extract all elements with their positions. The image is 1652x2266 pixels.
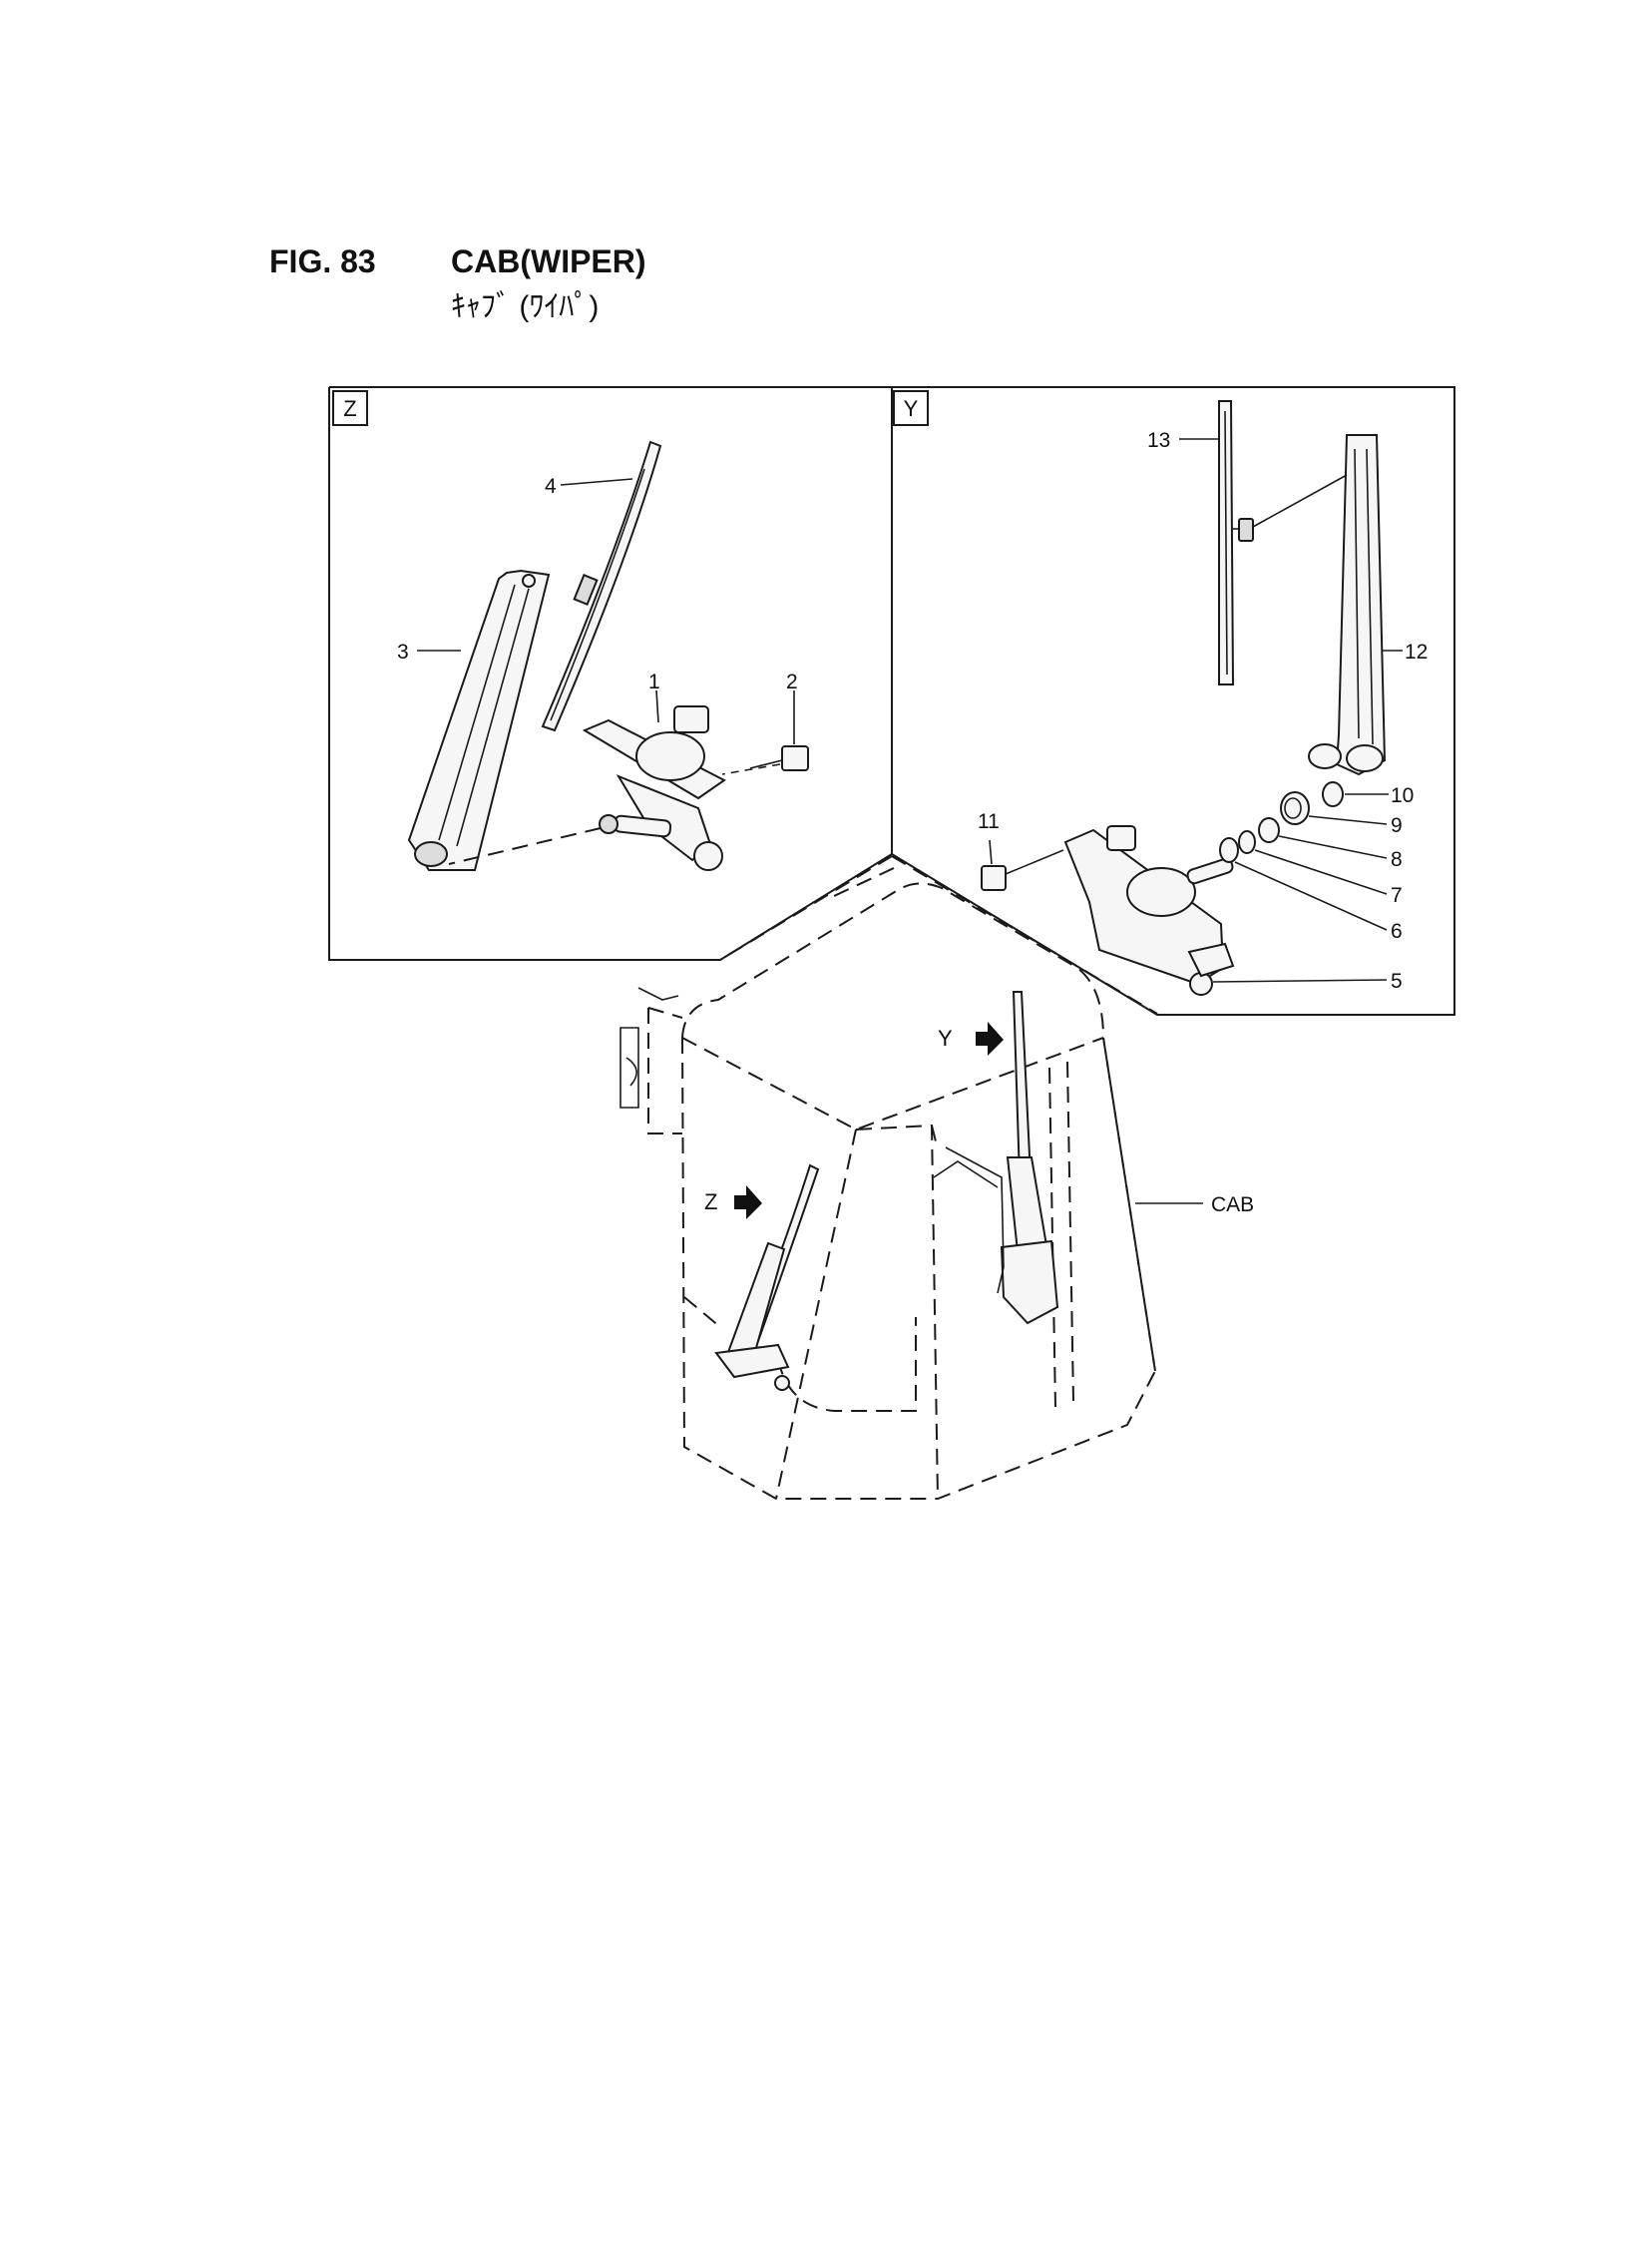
leader-5 <box>1212 979 1388 983</box>
figure-number: FIG. 83 <box>269 243 376 279</box>
leader-7 <box>1254 849 1388 895</box>
view-tag-z: Z <box>343 396 356 421</box>
wiper-blade-front <box>541 440 662 732</box>
pointer-y: Y <box>938 1022 1004 1056</box>
blade-arm-connector <box>1252 474 1348 528</box>
callout-5: 5 <box>1391 970 1403 993</box>
view-tag-y: Y <box>904 396 919 421</box>
callout-4: 4 <box>545 475 557 498</box>
leader-9 <box>1308 815 1388 825</box>
wiper-arm-rear <box>1308 434 1387 776</box>
cab-front-wiper <box>714 1163 820 1391</box>
callout-12: 12 <box>1405 641 1428 664</box>
bolt-line-z <box>721 763 781 775</box>
callout-cab: CAB <box>1211 1193 1254 1216</box>
washer-6 <box>1219 837 1239 863</box>
door-handle <box>620 987 679 1109</box>
callout-8: 8 <box>1391 848 1403 871</box>
pointer-z: Z <box>704 1185 762 1219</box>
leader-4 <box>560 478 633 486</box>
figure-subtitle: ｷｬﾌﾞ (ﾜｲﾊﾟ) <box>451 290 600 323</box>
wiper-motor-front <box>582 705 726 871</box>
leader-1 <box>655 689 659 723</box>
washer-7 <box>1238 830 1256 854</box>
callout-2: 2 <box>786 671 798 693</box>
cab-outline <box>647 855 1158 1500</box>
figure-title: CAB(WIPER) <box>451 243 646 279</box>
callout-9: 9 <box>1391 814 1403 837</box>
callout-6: 6 <box>1391 920 1403 943</box>
callout-10: 10 <box>1391 784 1414 807</box>
leader-8 <box>1278 835 1388 859</box>
bolt-rear <box>981 849 1064 891</box>
bushing-9 <box>1280 791 1310 825</box>
detail-frame-z <box>328 386 893 961</box>
callout-3: 3 <box>397 641 409 664</box>
callout-11: 11 <box>978 810 1000 833</box>
wiper-motor-rear <box>1063 825 1235 996</box>
cab-rear-wiper <box>933 991 1059 1325</box>
svg-text:Z: Z <box>704 1189 717 1214</box>
leader-11 <box>989 839 993 865</box>
bolt-front <box>749 745 809 771</box>
callout-1: 1 <box>648 671 660 693</box>
callout-7: 7 <box>1391 884 1403 907</box>
svg-text:Y: Y <box>938 1026 953 1051</box>
washer-8 <box>1258 817 1280 843</box>
callout-13: 13 <box>1147 429 1170 452</box>
view-tag-box-z <box>332 390 368 426</box>
leader-6 <box>1234 861 1388 931</box>
nut-10 <box>1322 781 1344 807</box>
wiper-arm-front <box>407 569 551 871</box>
view-tag-box-y <box>893 390 929 426</box>
wiper-blade-rear <box>1218 400 1254 685</box>
assembly-line-z <box>448 827 602 865</box>
